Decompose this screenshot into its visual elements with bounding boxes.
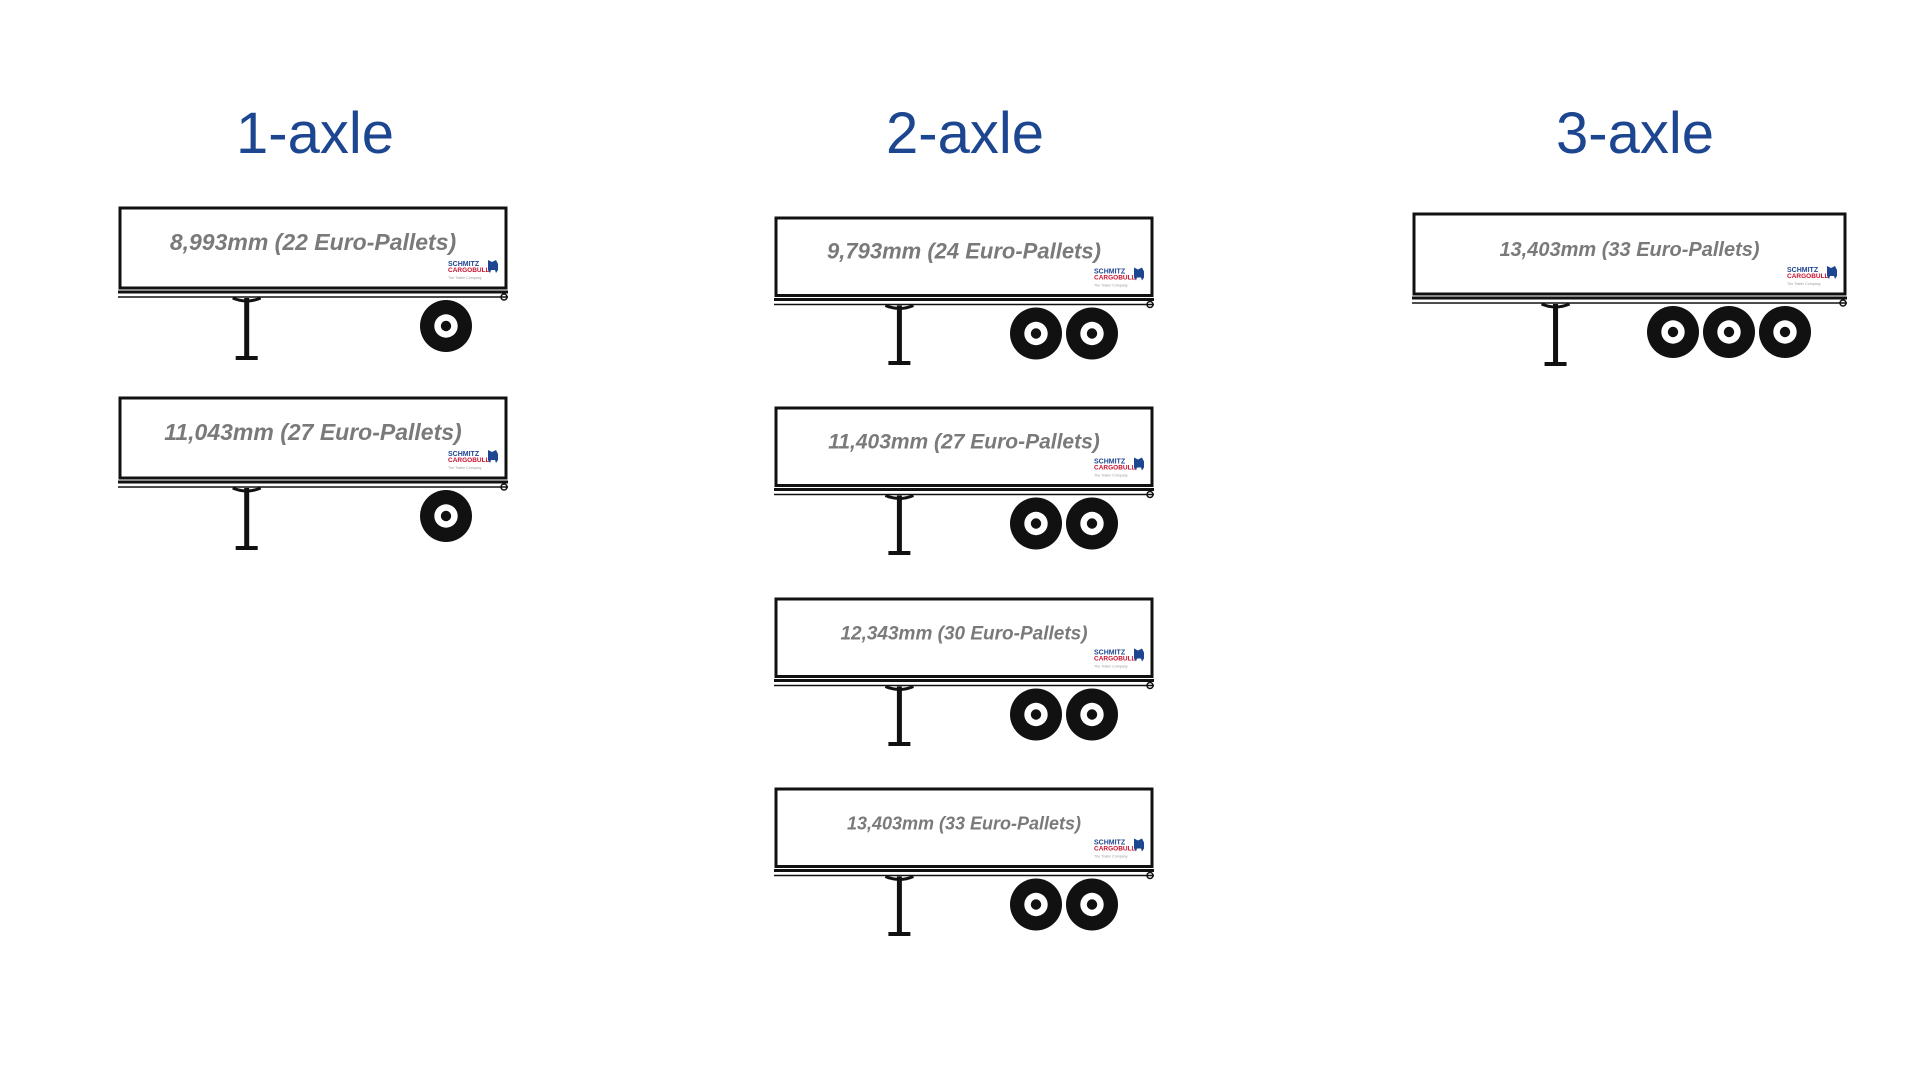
wheel-icon [1759, 306, 1811, 358]
trailer-length-label: 13,403mm (33 Euro-Pallets) [1499, 239, 1759, 261]
trailer-drawing: 9,793mm (24 Euro-Pallets) SCHMITZCARGOBUL… [774, 216, 1154, 365]
wheel-icon [420, 300, 472, 352]
bull-icon [1134, 648, 1144, 662]
svg-text:CARGOBULL: CARGOBULL [448, 457, 490, 464]
wheel-icon [1066, 878, 1118, 931]
wheel-icon [420, 490, 472, 542]
svg-text:CARGOBULL: CARGOBULL [448, 267, 490, 274]
trailer-length-label: 13,403mm (33 Euro-Pallets) [847, 814, 1081, 834]
svg-text:CARGOBULL: CARGOBULL [1094, 275, 1136, 282]
wheel-icon [1066, 688, 1118, 741]
wheel-icon [1010, 497, 1062, 550]
svg-text:SCHMITZ: SCHMITZ [1787, 267, 1819, 274]
bull-icon [488, 450, 498, 463]
svg-text:The Trailer Company: The Trailer Company [448, 466, 482, 470]
trailer-length-label: 8,993mm (22 Euro-Pallets) [170, 229, 456, 255]
trailer-drawing: 11,403mm (27 Euro-Pallets) SCHMITZCARGOBU… [774, 406, 1154, 555]
column-title-1-axle: 1-axle [236, 101, 394, 166]
wheel-icon [1066, 497, 1118, 550]
column-title-2-axle: 2-axle [886, 101, 1044, 166]
trailer-drawing: 8,993mm (22 Euro-Pallets) SCHMITZCARGOBUL… [118, 206, 508, 360]
wheel-icon [1703, 306, 1755, 358]
wheel-icon [1647, 306, 1699, 358]
bull-icon [488, 260, 498, 273]
trailer-drawing: 12,343mm (30 Euro-Pallets) SCHMITZCARGOBU… [774, 597, 1154, 746]
trailer-drawing: 13,403mm (33 Euro-Pallets) SCHMITZCARGOBU… [1412, 212, 1847, 366]
trailer-length-label: 11,043mm (27 Euro-Pallets) [164, 419, 461, 445]
bull-icon [1134, 838, 1144, 852]
svg-text:SCHMITZ: SCHMITZ [1094, 650, 1126, 657]
svg-text:The Trailer Company: The Trailer Company [1094, 665, 1128, 669]
svg-text:CARGOBULL: CARGOBULL [1094, 846, 1136, 853]
svg-text:The Trailer Company: The Trailer Company [448, 276, 482, 280]
svg-text:CARGOBULL: CARGOBULL [1787, 273, 1829, 280]
trailer-length-label: 12,343mm (30 Euro-Pallets) [840, 624, 1087, 645]
trailer-length-label: 11,403mm (27 Euro-Pallets) [828, 431, 1100, 454]
svg-text:SCHMITZ: SCHMITZ [1094, 459, 1126, 466]
bull-icon [1134, 457, 1144, 471]
svg-text:SCHMITZ: SCHMITZ [448, 261, 480, 268]
svg-text:SCHMITZ: SCHMITZ [1094, 840, 1126, 847]
svg-text:The Trailer Company: The Trailer Company [1094, 855, 1128, 859]
bull-icon [1827, 266, 1837, 279]
svg-text:SCHMITZ: SCHMITZ [448, 451, 480, 458]
trailer-drawing: 11,043mm (27 Euro-Pallets) SCHMITZCARGOBU… [118, 396, 508, 550]
wheel-icon [1010, 878, 1062, 931]
wheel-icon [1010, 688, 1062, 741]
trailer-drawing: 13,403mm (33 Euro-Pallets) SCHMITZCARGOBU… [774, 787, 1154, 936]
wheel-icon [1010, 307, 1062, 360]
svg-text:The Trailer Company: The Trailer Company [1787, 282, 1821, 286]
svg-text:The Trailer Company: The Trailer Company [1094, 474, 1128, 478]
svg-text:SCHMITZ: SCHMITZ [1094, 269, 1126, 276]
column-title-3-axle: 3-axle [1556, 101, 1714, 166]
bull-icon [1134, 267, 1144, 281]
wheel-icon [1066, 307, 1118, 360]
svg-text:The Trailer Company: The Trailer Company [1094, 284, 1128, 288]
trailer-length-label: 9,793mm (24 Euro-Pallets) [827, 239, 1101, 264]
svg-text:CARGOBULL: CARGOBULL [1094, 656, 1136, 663]
svg-text:CARGOBULL: CARGOBULL [1094, 465, 1136, 472]
